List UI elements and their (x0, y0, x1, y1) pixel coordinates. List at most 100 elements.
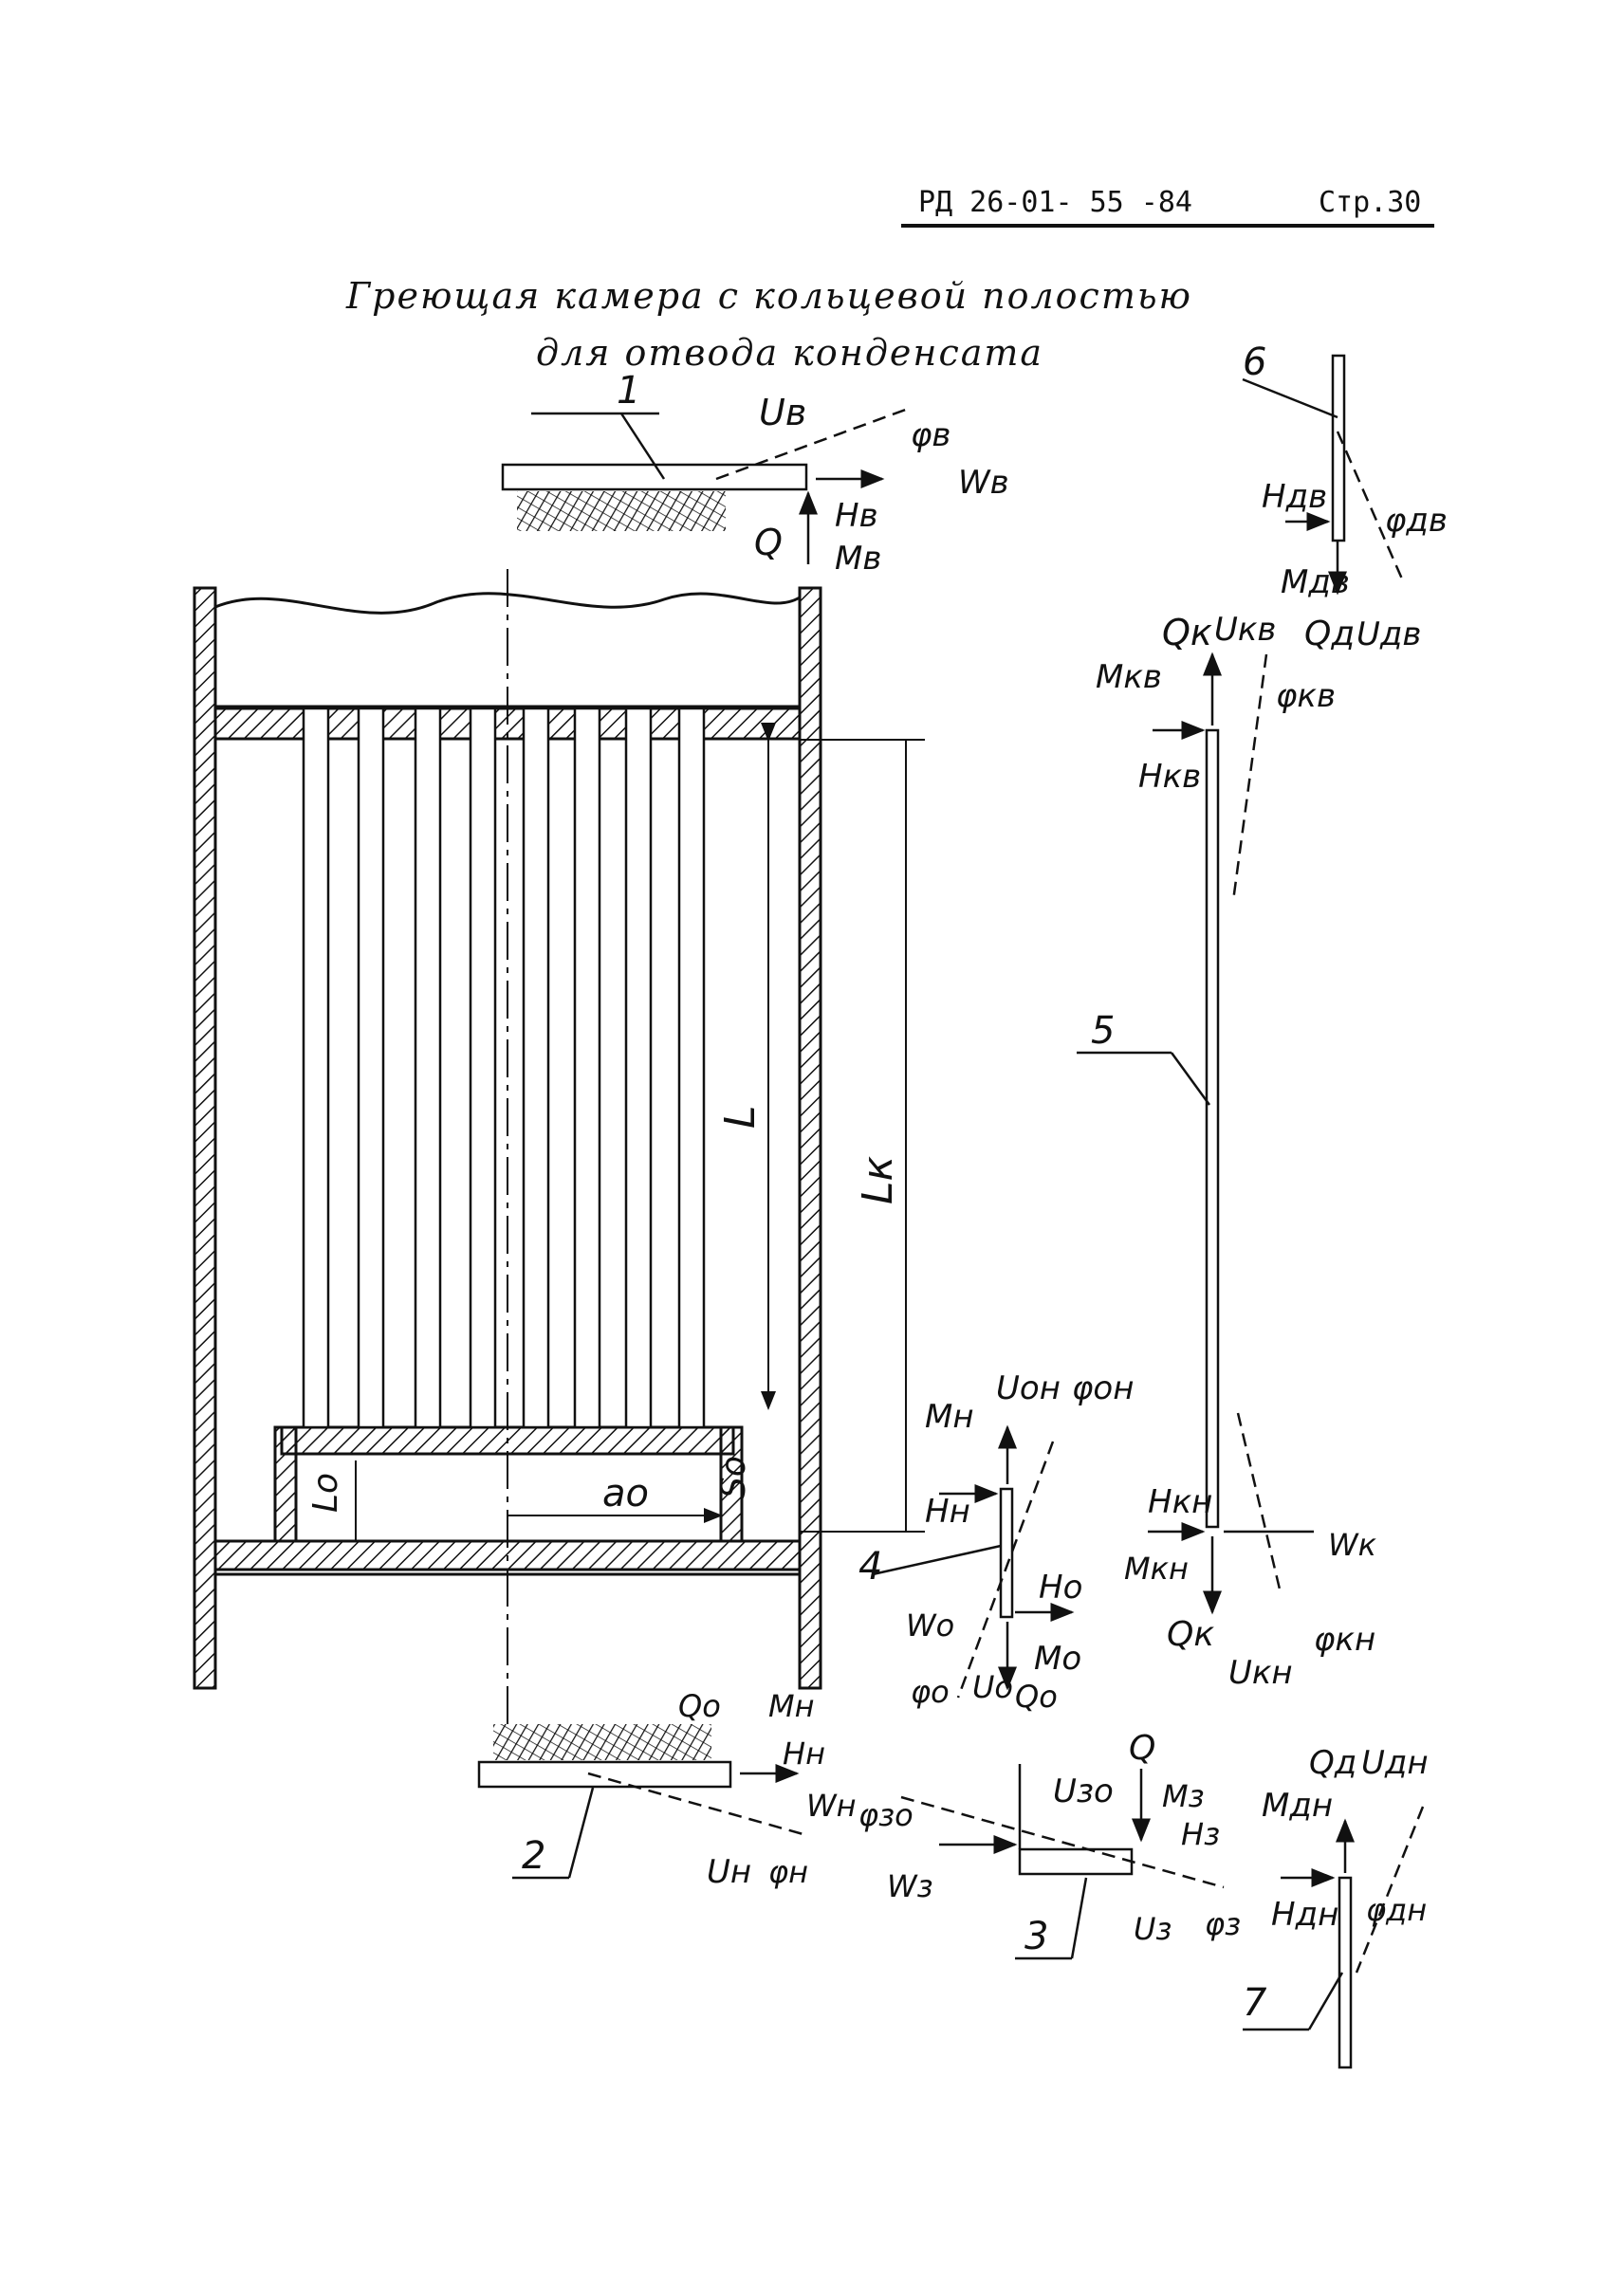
label-q3: Q (1129, 1729, 1155, 1768)
shell-right-wall (798, 586, 822, 1690)
label-qd-top: Qд (1304, 615, 1355, 653)
rod-7 (1338, 1876, 1353, 2069)
plate-1 (501, 463, 808, 491)
defl-5-bot (1236, 1412, 1283, 1594)
label-mn2: Mн (768, 1688, 815, 1724)
part-4 (999, 1487, 1014, 1619)
label-mn: Mн (925, 1398, 974, 1436)
callout-2: 2 (522, 1834, 545, 1878)
dim-Lk-label: Lк (854, 1155, 902, 1204)
leader-5b (1170, 1052, 1211, 1106)
label-uv: Uв (759, 392, 806, 433)
label-hdv: Hдв (1262, 478, 1327, 516)
label-ukn: Uкн (1228, 1654, 1293, 1692)
label-uz: Uз (1134, 1911, 1172, 1947)
label-phikn: φкн (1314, 1621, 1375, 1659)
label-wo: Wo (906, 1607, 954, 1644)
label-hkv: Hкв (1138, 758, 1201, 796)
label-wn: Wн (806, 1788, 857, 1824)
label-mo: Mo (1034, 1640, 1081, 1678)
weld-2 (493, 1724, 711, 1760)
label-wz: Wз (887, 1868, 933, 1904)
label-un: Uн (707, 1853, 751, 1891)
label-hkn: Hкн (1148, 1483, 1212, 1521)
element-1-flange (501, 406, 912, 564)
element-4-detail (872, 1424, 1075, 1699)
label-phiz: φз (1205, 1906, 1241, 1942)
defl-1 (715, 406, 912, 481)
leader-6 (1242, 377, 1338, 419)
tube (624, 707, 653, 1429)
label-mkv: Mкв (1096, 658, 1162, 696)
label-qo: Qo (1015, 1679, 1058, 1715)
label-udv: Uдв (1356, 615, 1421, 653)
dim-Lo-label: Lo (306, 1473, 345, 1513)
callout-1: 1 (617, 369, 640, 413)
label-hz: Hз (1181, 1816, 1220, 1852)
label-mv: Mв (835, 540, 881, 578)
defl-5-top (1231, 653, 1268, 902)
defl-7 (1355, 1806, 1425, 1974)
dim-So-label: So (714, 1456, 753, 1498)
label-phiv: φв (911, 416, 950, 454)
annular-cavity-left (273, 1425, 298, 1543)
label-phikv: φкв (1276, 677, 1336, 715)
label-phio: φo (911, 1674, 950, 1710)
tube (302, 707, 330, 1429)
label-hv: Hв (835, 497, 878, 535)
label-phidv: φдв (1385, 502, 1448, 540)
leader-4 (872, 1544, 1002, 1576)
label-mdv: Mдв (1281, 563, 1350, 601)
label-hn: Hн (925, 1493, 970, 1531)
label-ukv: Uкв (1214, 611, 1276, 649)
dim-ao-label: ao (602, 1472, 649, 1515)
tube (573, 707, 601, 1429)
element-6-rod (1242, 354, 1406, 596)
element-2-flange (477, 1724, 807, 1880)
label-wv: Wв (958, 464, 1009, 502)
callout-3: 3 (1024, 1915, 1048, 1958)
label-phion: φон (1072, 1369, 1134, 1407)
rod-6 (1331, 354, 1346, 542)
callout-4: 4 (858, 1545, 882, 1589)
break-line-top (214, 592, 801, 615)
label-hdn: Hдн (1271, 1896, 1338, 1934)
label-mkn: Mкн (1124, 1551, 1189, 1587)
shell-left-wall (193, 586, 217, 1690)
defl-2 (587, 1772, 807, 1837)
tube (677, 707, 706, 1429)
label-uo: Uo (972, 1669, 1013, 1705)
doc-code: РД 26-01- 55 -84 (918, 186, 1192, 219)
label-qk-bot: Qк (1167, 1615, 1214, 1654)
defl-6 (1336, 431, 1406, 584)
defl-3 (900, 1795, 1225, 1889)
element-3-ring (900, 1764, 1225, 1960)
leader-2b (567, 1787, 595, 1879)
leader-7b (1307, 1972, 1344, 2030)
title-line-2: для отвода конденсата (536, 332, 1044, 374)
label-phidn: φдн (1366, 1892, 1427, 1928)
leader-1b (619, 413, 666, 480)
label-wk: Wк (1328, 1527, 1377, 1563)
tube (357, 707, 385, 1429)
label-phizo: φзо (858, 1797, 914, 1833)
plate-2 (477, 1760, 732, 1789)
callout-6: 6 (1243, 340, 1266, 384)
heating-chamber (193, 569, 822, 1726)
weld-1 (517, 491, 726, 531)
part-3 (1018, 1847, 1134, 1876)
page-number: Стр.30 (1319, 186, 1422, 219)
callout-7: 7 (1243, 1981, 1267, 2025)
label-udn: Uдн (1361, 1744, 1429, 1782)
element-7-rod (1243, 1806, 1425, 2069)
defl-4 (956, 1441, 1055, 1699)
element-5-tube (1077, 652, 1314, 1615)
label-mz: Mз (1162, 1778, 1205, 1814)
label-qd-bot: Qд (1309, 1744, 1356, 1782)
label-phin: φн (768, 1854, 808, 1890)
label-qk-top: Qк (1162, 612, 1212, 653)
dimension-lines (355, 723, 925, 1541)
label-ho: Ho (1039, 1569, 1082, 1607)
tube (522, 707, 550, 1429)
